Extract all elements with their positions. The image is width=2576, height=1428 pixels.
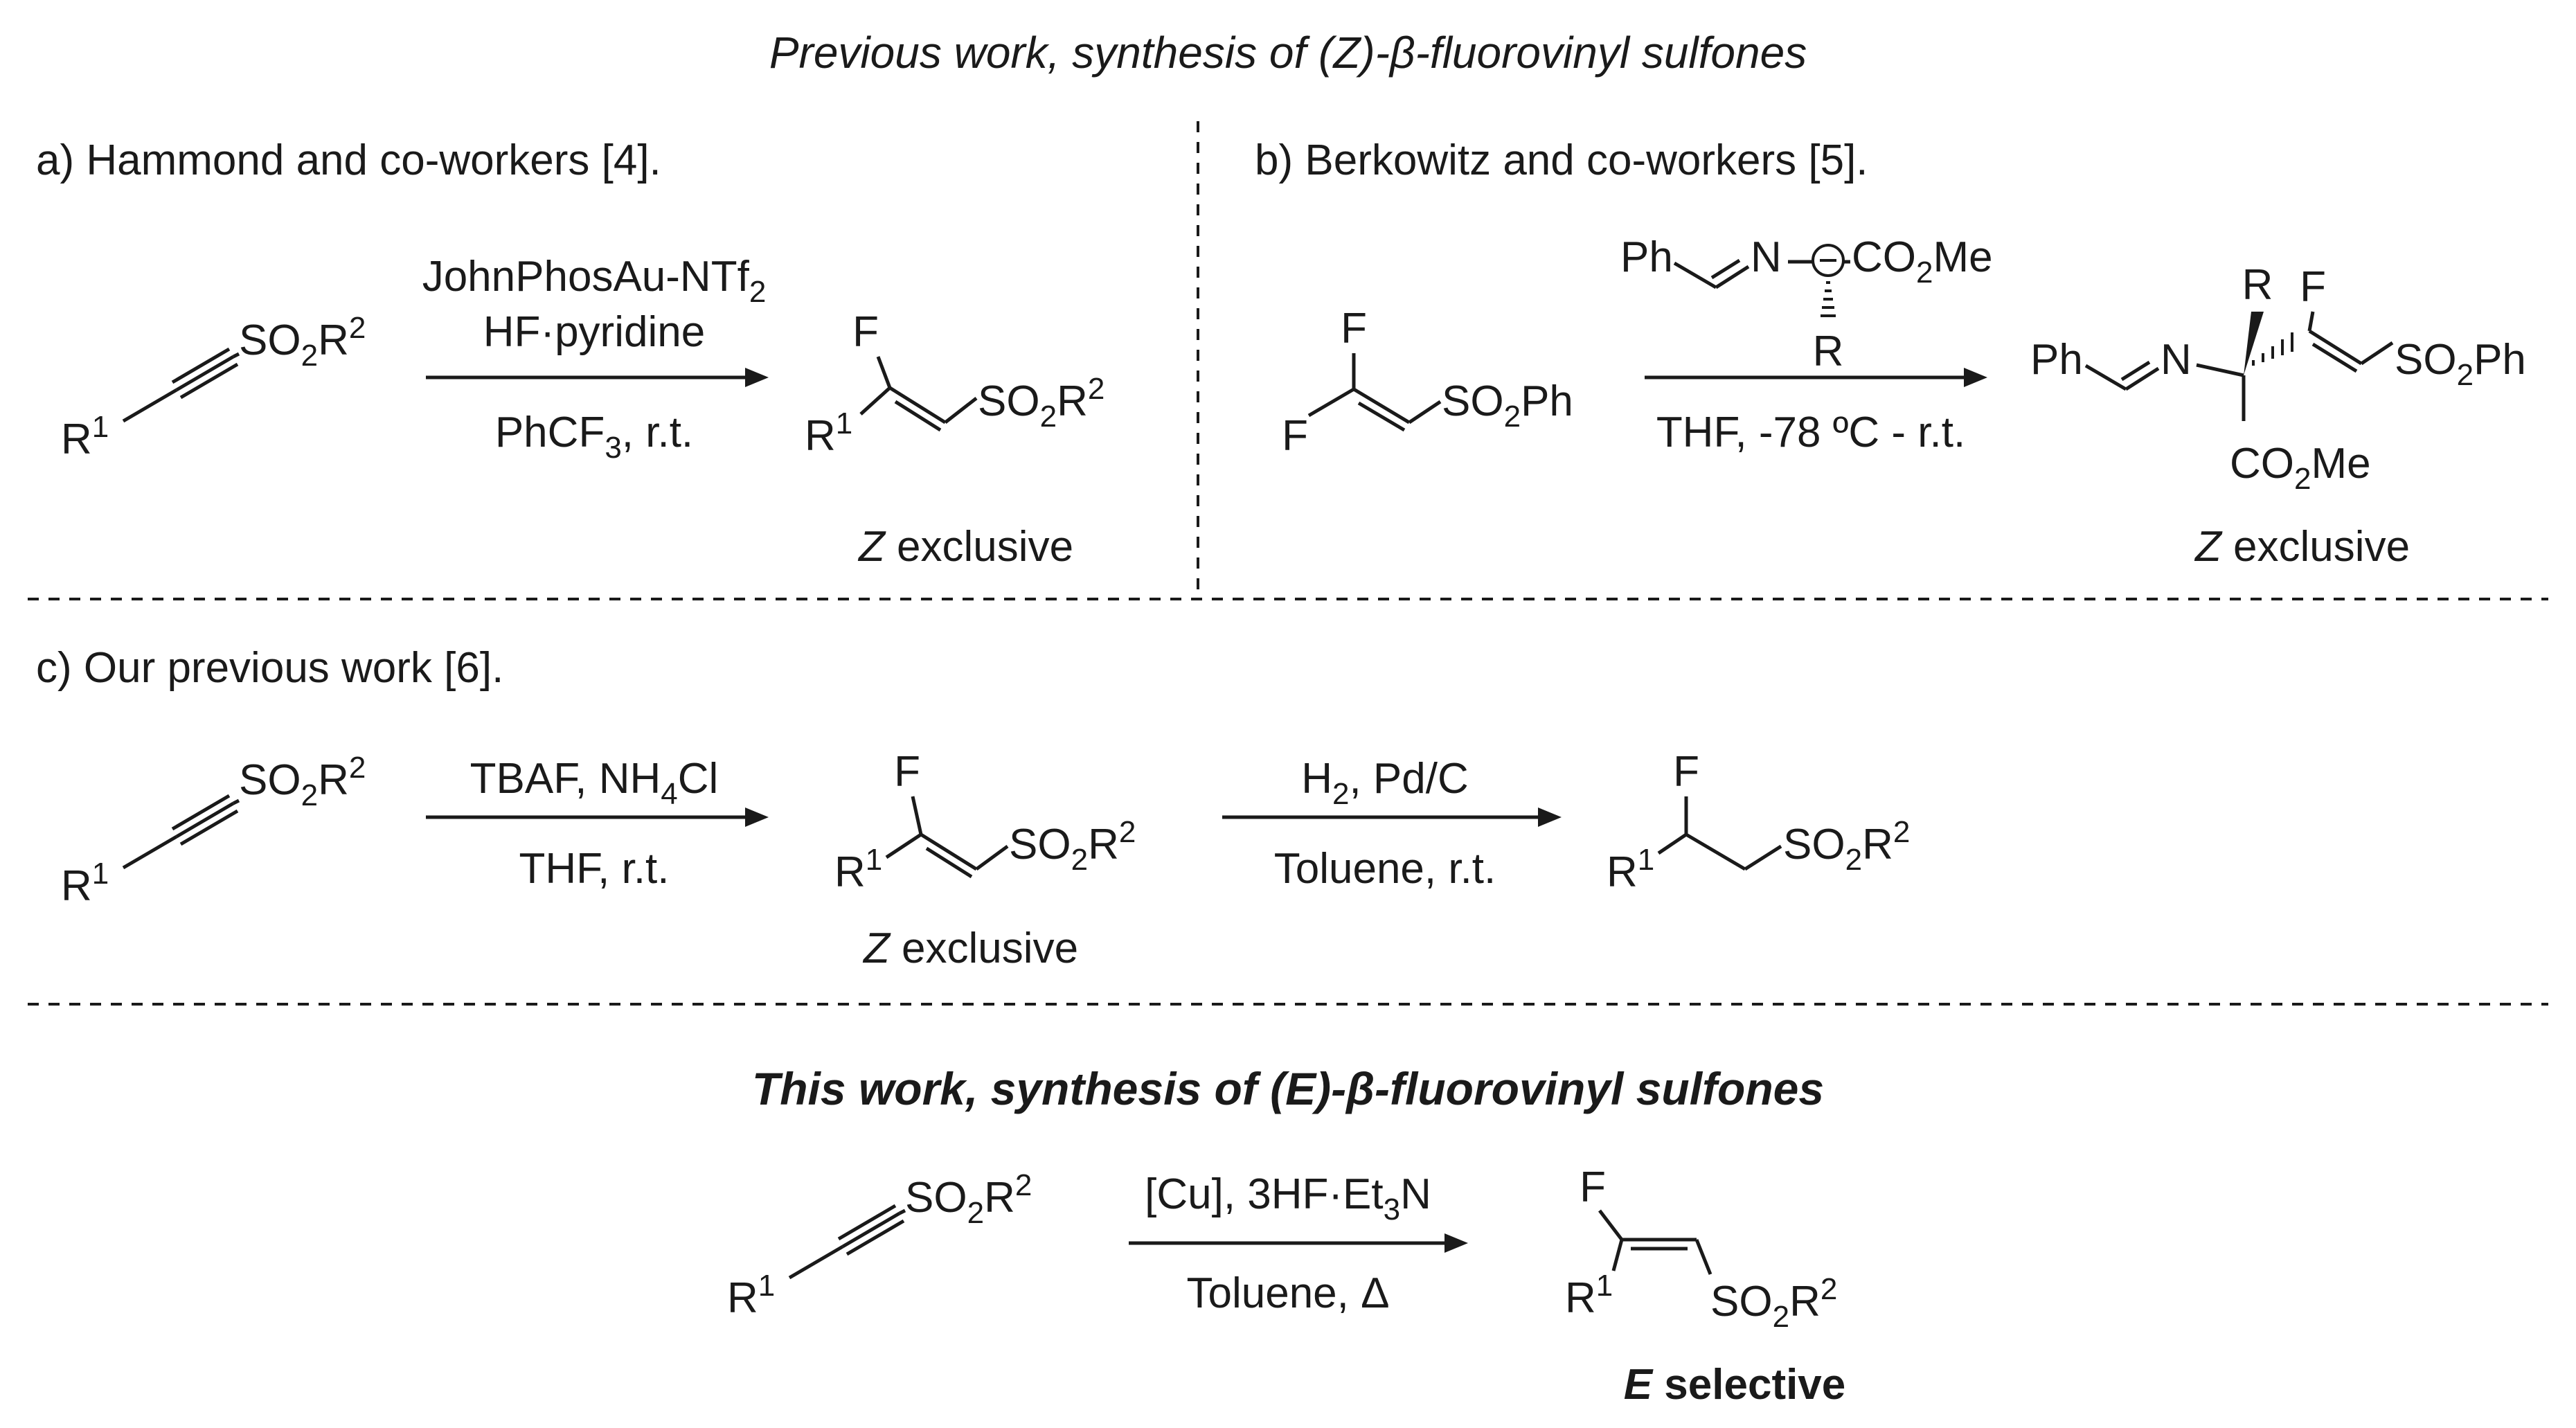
svg-text:SO2Ph: SO2Ph <box>2395 336 2526 392</box>
svg-text:CO2Me: CO2Me <box>1852 233 1993 289</box>
section-a-title: a) Hammond and co-workers [4]. <box>36 136 661 184</box>
svg-text:Ph: Ph <box>1620 233 1673 281</box>
svg-text:SO2R2: SO2R2 <box>239 751 366 812</box>
svg-text:SO2R2: SO2R2 <box>1009 815 1136 877</box>
svg-text:F: F <box>852 308 879 356</box>
reaction-arrow-a <box>426 368 769 387</box>
outcome-this-work: E selective <box>1624 1361 1846 1409</box>
svg-text:SO2R2: SO2R2 <box>1783 815 1910 877</box>
reaction-arrow-c1 <box>426 807 769 827</box>
e-fluorovinyl-sulfone: F R1 SO2R2 <box>1565 1163 1837 1334</box>
conditions-this-work: Toluene, Δ <box>1186 1269 1389 1317</box>
svg-text:SO2Ph: SO2Ph <box>1442 377 1573 434</box>
fluorovinyl-sulfone-a: F R1 SO2R2 <box>805 308 1104 460</box>
svg-text:N: N <box>1751 233 1782 281</box>
svg-text:R1: R1 <box>834 843 882 896</box>
svg-text:R1: R1 <box>805 407 852 460</box>
section-c-title: c) Our previous work [6]. <box>36 644 503 692</box>
alkynyl-sulfone-c: R1 SO2R2 <box>61 751 366 910</box>
svg-text:F: F <box>1673 748 1699 796</box>
reagent-c1: TBAF, NH4Cl <box>470 755 719 811</box>
alkyl-sulfone-c: F R1 SO2R2 <box>1607 748 1910 896</box>
svg-text:R1: R1 <box>61 410 109 463</box>
conditions-a: PhCF3, r.t. <box>495 409 693 465</box>
svg-text:F: F <box>1341 305 1367 352</box>
this-work-title: This work, synthesis of (E)-β-fluoroviny… <box>752 1063 1824 1114</box>
delta-heat-icon: Δ <box>1361 1269 1389 1317</box>
fluorovinyl-sulfone-c: F R1 SO2R2 <box>834 748 1136 896</box>
alkynyl-sulfone-a: R1 SO2R2 <box>61 311 366 463</box>
svg-text:F: F <box>1580 1163 1606 1211</box>
svg-text:SO2R2: SO2R2 <box>905 1168 1032 1230</box>
svg-text:F: F <box>894 748 920 796</box>
reagent-c2: H2, Pd/C <box>1301 755 1469 811</box>
outcome-a: Z exclusive <box>857 523 1073 571</box>
svg-text:SO2R2: SO2R2 <box>239 311 366 373</box>
conditions-c2: Toluene, r.t. <box>1274 845 1496 893</box>
conditions-c1: THF, r.t. <box>519 845 670 893</box>
svg-text:SO2R2: SO2R2 <box>978 372 1104 434</box>
reaction-arrow-this-work <box>1129 1233 1468 1253</box>
reagent-a-catalyst: JohnPhosAu-NTf2 <box>422 253 767 309</box>
svg-text:F: F <box>1282 412 1308 460</box>
reagent-this-work: [Cu], 3HF·Et3N <box>1145 1170 1431 1226</box>
svg-text:R: R <box>2242 261 2273 309</box>
reaction-arrow-b <box>1645 368 1987 387</box>
svg-text:Ph: Ph <box>2030 336 2083 384</box>
svg-text:R1: R1 <box>61 857 109 910</box>
conditions-b: THF, -78 ºC - r.t. <box>1656 409 1965 456</box>
svg-text:F: F <box>2300 263 2326 311</box>
svg-text:SO2R2: SO2R2 <box>1710 1272 1837 1334</box>
previous-work-title: Previous work, synthesis of (Z)-β-fluoro… <box>769 28 1807 78</box>
svg-text:R1: R1 <box>1607 843 1654 896</box>
difluorovinyl-sulfone: F F SO2Ph <box>1282 305 1573 460</box>
product-b: Ph N R CO2Me F SO2Ph <box>2030 261 2526 496</box>
svg-text:CO2Me: CO2Me <box>2230 440 2371 496</box>
reaction-arrow-c2 <box>1222 807 1562 827</box>
svg-text:R1: R1 <box>727 1269 775 1322</box>
section-b-title: b) Berkowitz and co-workers [5]. <box>1255 136 1868 184</box>
outcome-c: Z exclusive <box>862 925 1078 972</box>
alkynyl-sulfone-this-work: R1 SO2R2 <box>727 1168 1032 1322</box>
svg-text:R: R <box>1813 328 1844 375</box>
imine-anion-reagent: Ph N CO2Me R <box>1620 233 1993 375</box>
svg-text:N: N <box>2161 336 2192 384</box>
outcome-b: Z exclusive <box>2194 523 2410 571</box>
reagent-a-hf: HF·pyridine <box>483 308 705 356</box>
svg-text:R1: R1 <box>1565 1269 1613 1322</box>
